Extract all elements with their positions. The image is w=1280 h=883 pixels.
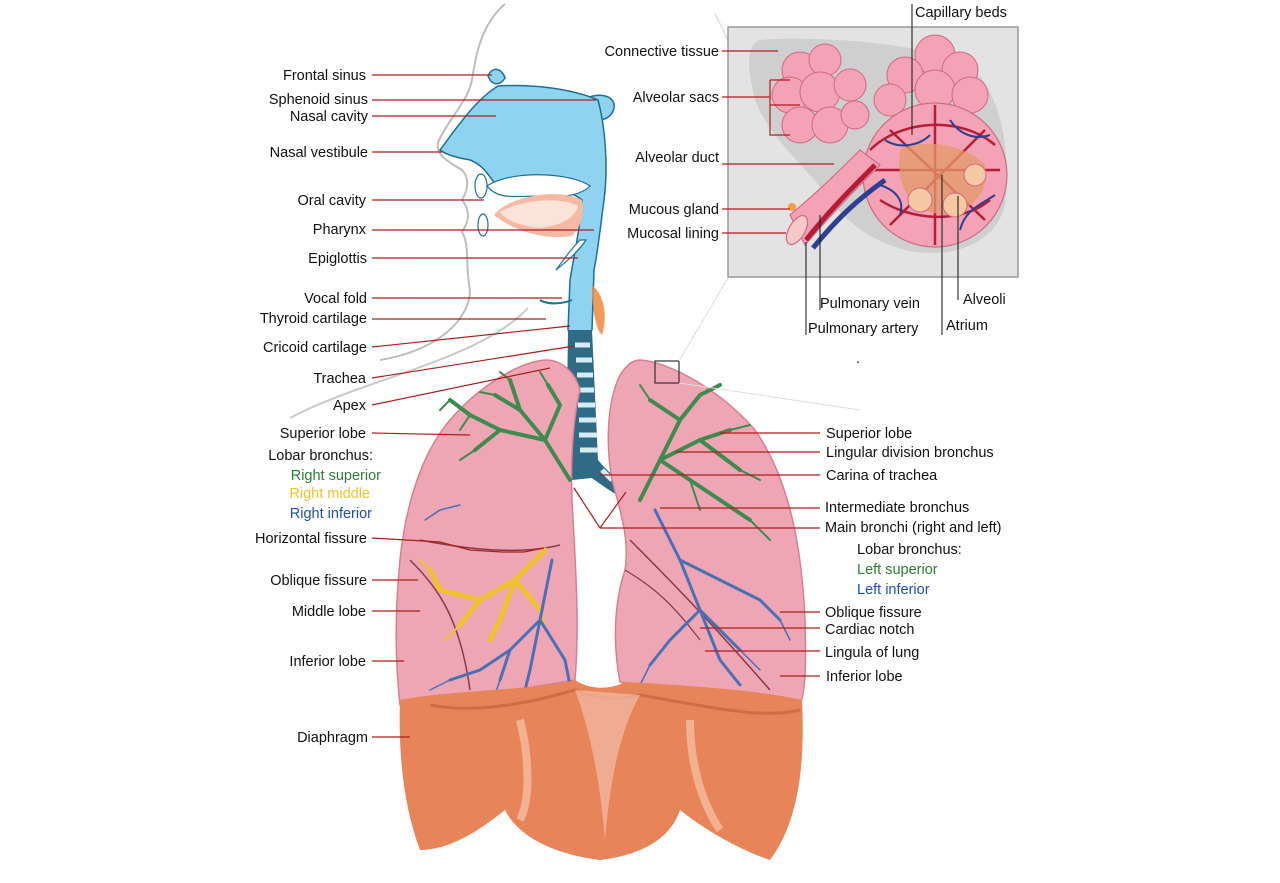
label-alveolar-duct: Alveolar duct <box>635 150 719 166</box>
label-capillary-beds: Capillary beds <box>915 5 1007 21</box>
zoom-indicator <box>654 277 861 411</box>
label-thyroid-cartilage: Thyroid cartilage <box>260 311 367 327</box>
label-connective-tissue: Connective tissue <box>605 44 719 60</box>
label-lobar-bronchus-right: Lobar bronchus: <box>268 448 373 464</box>
label-frontal-sinus: Frontal sinus <box>283 68 366 84</box>
label-alveolar-sacs: Alveolar sacs <box>633 90 719 106</box>
label-pulmonary-vein: Pulmonary vein <box>820 296 920 312</box>
right-superior-bronchial-tree <box>439 371 572 482</box>
diaphragm <box>399 680 803 860</box>
label-lingula-of-lung: Lingula of lung <box>825 645 919 661</box>
bronchiole-and-vessels <box>785 149 887 250</box>
label-pulmonary-artery: Pulmonary artery <box>808 321 919 337</box>
label-intermediate-bronchus: Intermediate bronchus <box>825 500 969 516</box>
inset-labels: Capillary beds Connective tissue Alveola… <box>605 5 1007 367</box>
label-lobar-bronchus-left: Lobar bronchus: <box>857 542 962 558</box>
label-right-superior: Right superior <box>291 468 381 484</box>
label-oral-cavity: Oral cavity <box>298 193 367 209</box>
label-horizontal-fissure: Horizontal fissure <box>255 531 367 547</box>
right-middle-bronchial-tree <box>419 547 548 643</box>
inset-leader-lines <box>722 4 959 335</box>
right-labels: Superior lobe Lingular division bronchus… <box>825 426 1002 685</box>
upper-airway <box>438 68 615 335</box>
label-sphenoid-sinus: Sphenoid sinus <box>269 92 368 108</box>
left-inferior-bronchial-tree <box>639 508 791 687</box>
label-right-middle: Right middle <box>289 486 370 502</box>
label-right-inferior: Right inferior <box>290 506 372 522</box>
label-superior-lobe-right-lung: Superior lobe <box>280 426 366 442</box>
right-leader-lines <box>573 432 820 677</box>
label-mucosal-lining: Mucosal lining <box>627 226 719 242</box>
label-nasal-vestibule: Nasal vestibule <box>270 145 368 161</box>
label-oblique-fissure-left: Oblique fissure <box>825 605 922 621</box>
label-inferior-lobe-left-lung: Inferior lobe <box>826 669 903 685</box>
label-pharynx: Pharynx <box>313 222 367 238</box>
label-vocal-fold: Vocal fold <box>304 291 367 307</box>
label-alveoli: Alveoli <box>963 292 1006 308</box>
right-lung <box>395 359 581 706</box>
alveolar-sac-cluster-left <box>771 43 870 144</box>
label-left-inferior: Left inferior <box>857 582 930 598</box>
label-atrium: Atrium <box>946 318 988 334</box>
label-oblique-fissure-right: Oblique fissure <box>270 573 367 589</box>
label-lingular-division-bronchus: Lingular division bronchus <box>826 445 994 461</box>
label-main-bronchi: Main bronchi (right and left) <box>825 520 1002 536</box>
label-mucous-gland: Mucous gland <box>629 202 719 218</box>
label-middle-lobe: Middle lobe <box>292 604 366 620</box>
left-lung <box>607 359 807 706</box>
label-cricoid-cartilage: Cricoid cartilage <box>263 340 367 356</box>
left-leader-lines <box>371 74 596 738</box>
label-nasal-cavity: Nasal cavity <box>290 109 369 125</box>
label-epiglottis: Epiglottis <box>308 251 367 267</box>
label-stray-dot: . <box>856 351 860 367</box>
label-carina-of-trachea: Carina of trachea <box>826 468 938 484</box>
label-apex: Apex <box>333 398 367 414</box>
alveolar-sac-cluster-right <box>873 34 989 117</box>
label-superior-lobe-left-lung: Superior lobe <box>826 426 912 442</box>
label-diaphragm: Diaphragm <box>297 730 368 746</box>
capillary-network <box>862 102 1008 248</box>
label-trachea: Trachea <box>313 371 367 387</box>
left-labels: Frontal sinus Sphenoid sinus Nasal cavit… <box>255 68 381 746</box>
alveoli-inset <box>727 26 1019 278</box>
label-inferior-lobe-right-lung: Inferior lobe <box>289 654 366 670</box>
label-left-superior: Left superior <box>857 562 938 578</box>
label-cardiac-notch: Cardiac notch <box>825 622 914 638</box>
